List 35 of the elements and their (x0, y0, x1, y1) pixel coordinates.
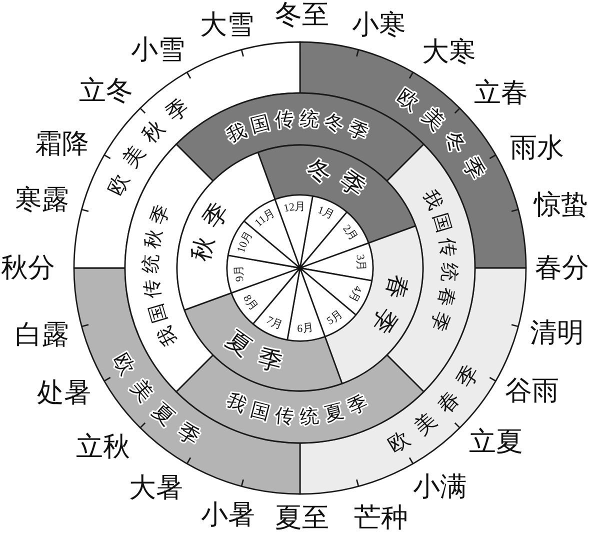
month-label: 12月 (282, 201, 306, 215)
solar-term-label: 芒种 (354, 504, 408, 532)
month-label: 2月 (340, 222, 360, 244)
solar-term-label: 谷雨 (505, 378, 559, 404)
solar-term-label: 惊蛰 (534, 192, 588, 218)
month-label: 7月 (264, 314, 284, 332)
solar-term-label: 白露 (15, 322, 69, 348)
month-label: 8月 (240, 293, 260, 314)
solar-term-label: 雨水 (510, 134, 564, 162)
solar-term-label: 霜降 (35, 130, 89, 158)
solar-term-label: 冬至 (275, 2, 329, 28)
solar-term-label: 小暑 (201, 502, 255, 528)
season-label: 我国传统夏季 (224, 389, 376, 428)
month-label: 10月 (235, 230, 256, 254)
solar-term-label: 大寒 (422, 38, 476, 66)
season-label: 我国传统秋季 (140, 196, 182, 350)
solar-term-label: 寒露 (15, 186, 69, 214)
month-label: 9月 (232, 264, 246, 282)
solar-term-label: 大雪 (200, 12, 254, 38)
month-label: 5月 (325, 308, 346, 328)
solar-term-label: 大暑 (129, 474, 183, 502)
solar-term-label: 处暑 (37, 380, 91, 406)
month-label: 4月 (346, 284, 364, 304)
solar-term-label: 秋分 (1, 254, 55, 282)
solar-term-label: 春分 (535, 254, 589, 282)
solar-term-label: 清明 (530, 320, 584, 346)
season-label: 我国传统冬季 (224, 108, 376, 147)
solar-term-label: 小满 (413, 474, 467, 500)
solar-term-label: 小寒 (352, 12, 406, 38)
month-label: 11月 (252, 207, 278, 230)
solar-term-label: 夏至 (275, 504, 329, 532)
solar-term-label: 小雪 (131, 36, 185, 64)
month-label: 6月 (297, 322, 314, 336)
month-label: 3月 (354, 254, 368, 272)
season-label: 我国传统春季 (418, 186, 460, 340)
